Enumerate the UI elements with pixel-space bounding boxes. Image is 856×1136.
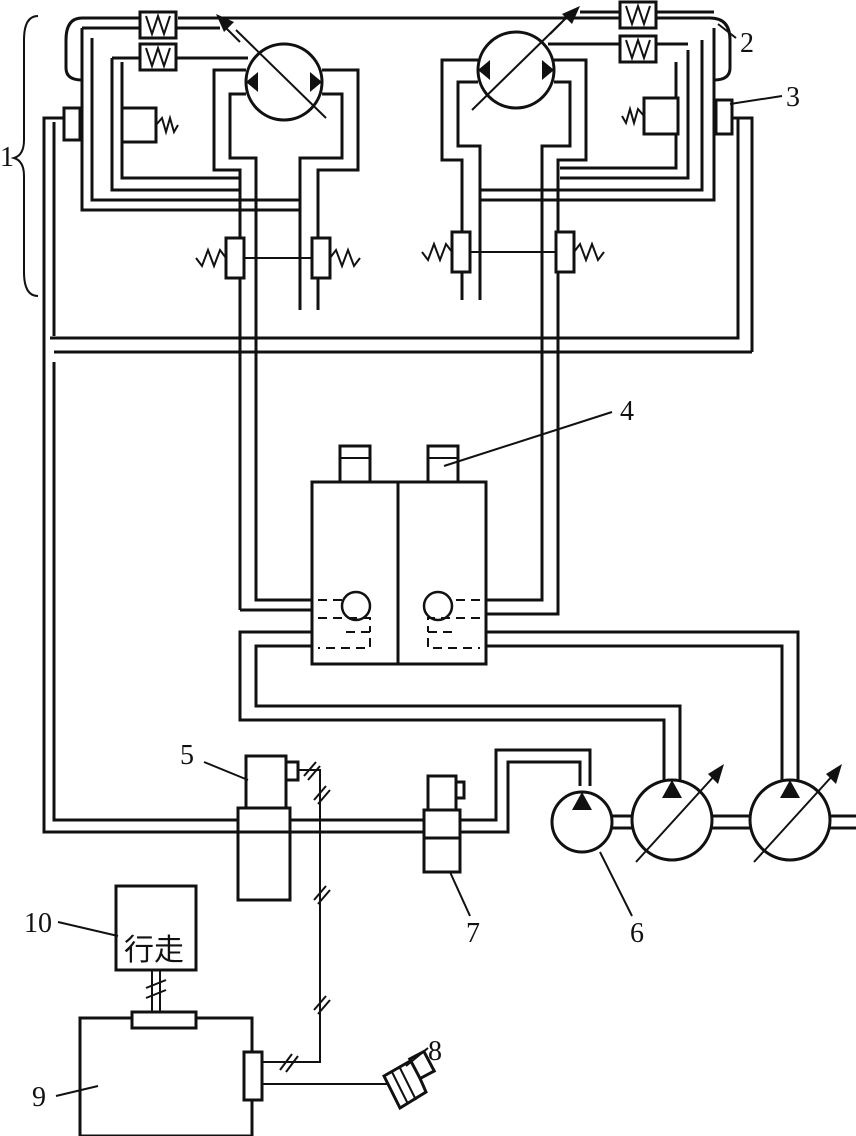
left-return-line-inner: [52, 362, 592, 822]
valve-to-pump-a-inner: [254, 644, 682, 786]
left-loop-inner2: [110, 58, 240, 192]
label-2: 2: [740, 28, 754, 59]
variable-pump-2: [748, 764, 842, 863]
label-9: 9: [32, 1082, 46, 1113]
right-motor-unit: [421, 0, 754, 616]
left-motor-return-a: [316, 68, 360, 310]
upper-cross-line: [50, 118, 740, 340]
label-6: 6: [630, 918, 644, 949]
leader-lines: [55, 23, 783, 1097]
right-motor-feed-b: [456, 80, 482, 300]
travel-box: 行走: [114, 884, 198, 1014]
pump-shaft: [612, 814, 856, 830]
left-return-line-outer: [42, 352, 582, 834]
right-loop-inner2: [560, 50, 690, 180]
control-valve-block: [310, 444, 488, 666]
controller-9: [78, 1010, 390, 1136]
left-loop-inner: [90, 38, 300, 202]
spring-cylinder-left-bottom: [138, 42, 178, 72]
sensor-8: [382, 1049, 437, 1111]
label-7: 7: [466, 918, 480, 949]
right-motor-feed-a: [440, 58, 478, 300]
right-loop-inner: [480, 40, 704, 192]
left-loop-outer: [80, 28, 300, 212]
right-motor-return-a: [486, 58, 588, 616]
left-hydraulic-motor: [216, 14, 327, 122]
travel-box-text: 行走: [124, 933, 184, 968]
left-loop-inner3: [120, 62, 240, 180]
label-1: 1: [0, 142, 14, 173]
left-brake: [195, 236, 361, 280]
right-motor-return-b: [486, 80, 572, 602]
valve-to-pump-b-outer: [486, 630, 800, 786]
valve-to-pump-a-outer: [238, 630, 666, 786]
valve-to-pump-b-inner: [486, 644, 784, 786]
label-8: 8: [428, 1036, 442, 1067]
right-hydraulic-motor: [471, 6, 580, 111]
left-pilot-valve: [42, 106, 179, 144]
label-5: 5: [180, 740, 194, 771]
left-outer-bend: [64, 16, 140, 82]
right-brake: [421, 230, 605, 274]
gear-pump: [550, 790, 614, 854]
right-outer-bend: [709, 16, 732, 82]
pressure-sensor-7: [422, 774, 466, 874]
spring-cylinder-left-top: [138, 10, 178, 40]
solenoid-valve-5: [236, 754, 331, 1073]
spring-cylinder-right-top: [618, 0, 658, 30]
left-motor-return-b: [298, 92, 344, 310]
variable-pump-1: [630, 764, 724, 863]
left-motor-feed-b: [228, 92, 318, 602]
brace-1: [10, 15, 39, 297]
label-4: 4: [620, 396, 634, 427]
spring-cylinder-right-bottom: [618, 34, 658, 64]
label-10: 10: [24, 908, 52, 939]
label-3: 3: [786, 82, 800, 113]
left-motor-unit: [42, 10, 710, 612]
left-motor-feed-a: [212, 68, 246, 610]
